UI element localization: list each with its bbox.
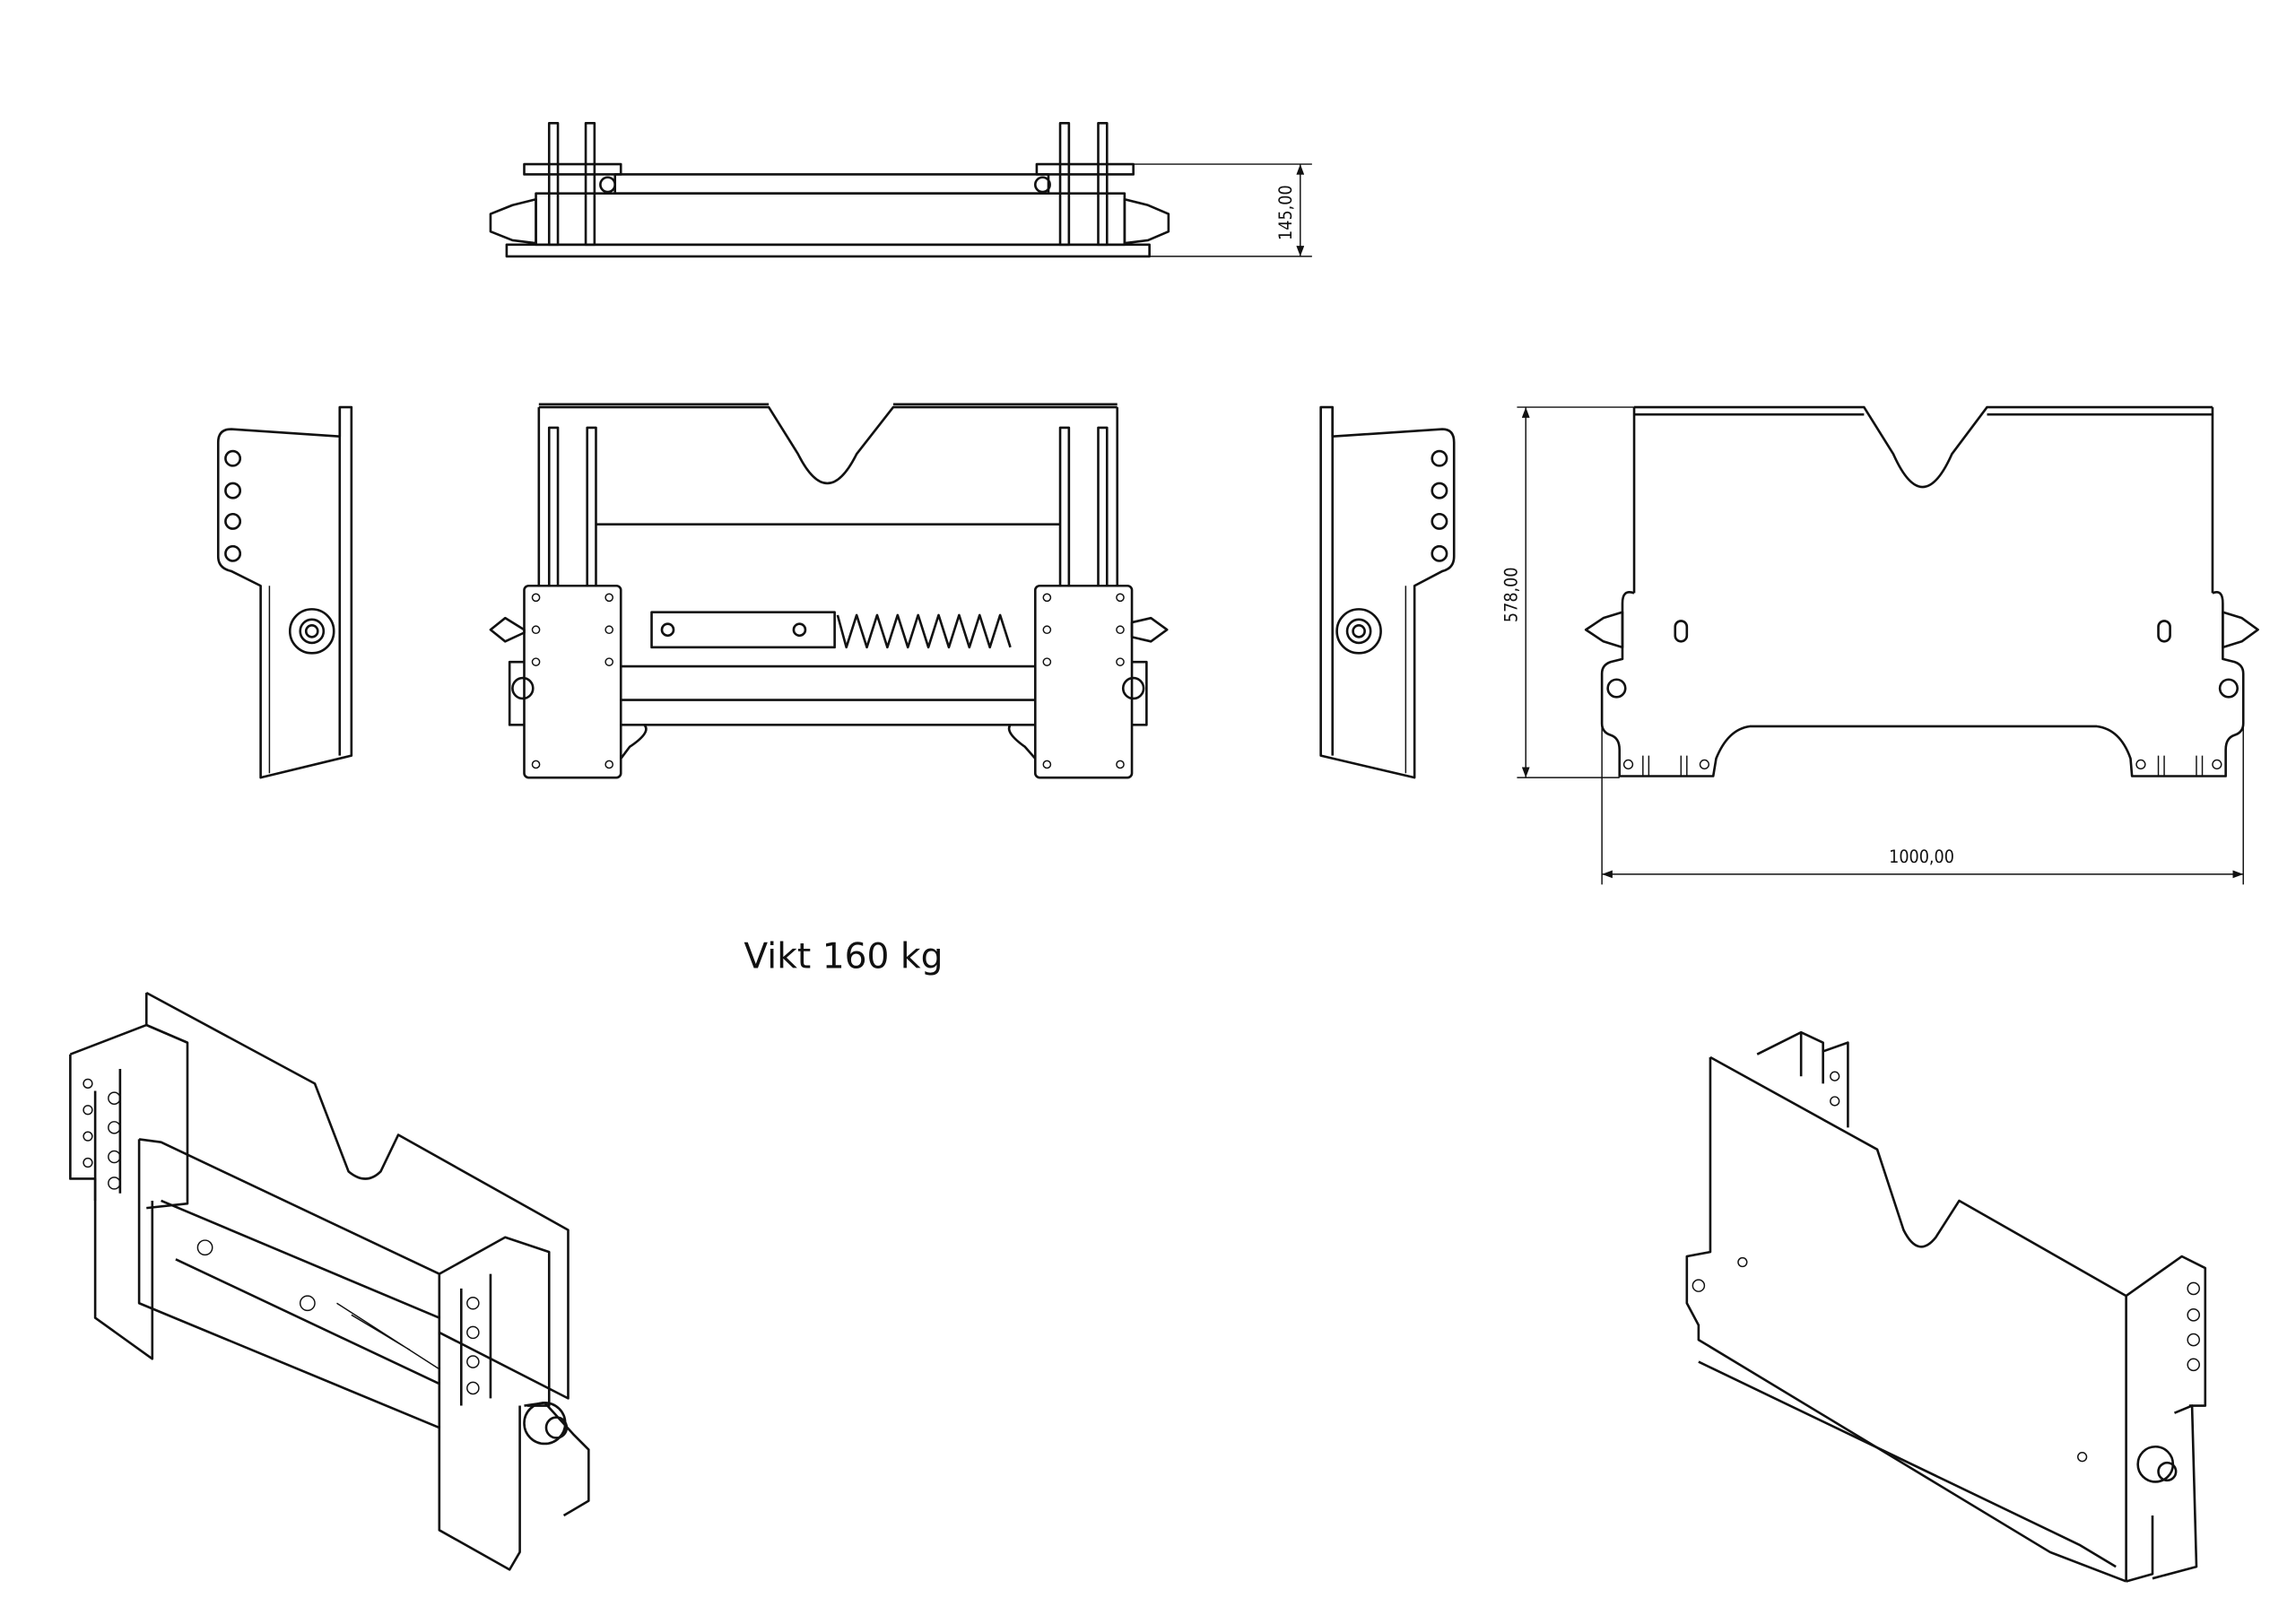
isometric-view-front bbox=[69, 991, 590, 1571]
isometric-view-rear bbox=[1685, 1030, 2207, 1583]
top-view: 145,00 bbox=[489, 122, 1312, 258]
dimension-578: 578,00 bbox=[1500, 567, 1521, 622]
rear-view: 578,00 1000,00 bbox=[1500, 405, 2259, 885]
left-side-view bbox=[216, 405, 353, 779]
right-side-view bbox=[1319, 405, 1456, 779]
dimension-1000: 1000,00 bbox=[1889, 847, 1954, 867]
weight-label: Vikt 160 kg bbox=[744, 936, 943, 977]
dimension-145: 145,00 bbox=[1275, 185, 1296, 240]
front-view bbox=[489, 403, 1169, 779]
